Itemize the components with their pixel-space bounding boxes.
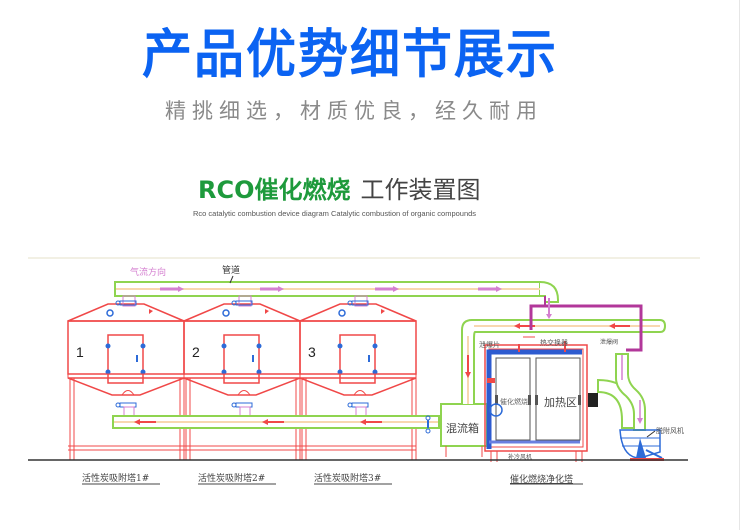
page-title: 产品优势细节展示: [142, 22, 558, 85]
adsorption-tower: 2: [183, 295, 301, 460]
label-airflow-direction: 气流方向: [130, 266, 166, 278]
adsorption-tower: 3: [299, 295, 417, 460]
tower-number: 2: [192, 344, 200, 360]
desorption-fan-assembly: 脱附风机: [588, 353, 684, 461]
tower-caption: 活性炭吸附塔3#: [314, 472, 381, 484]
label-heat-exchanger: 热交换器: [540, 338, 568, 347]
tower-number: 3: [308, 344, 316, 360]
label-explosion-valve: 泄爆阀: [600, 338, 618, 346]
diagram-title-highlight: RCO催化燃烧: [198, 176, 351, 204]
label-catalytic-combustion: 催化燃烧: [500, 397, 528, 406]
label-pipe: 管道: [222, 264, 240, 276]
mixing-box: 混流箱: [440, 403, 488, 457]
cooling-fan-icon: [489, 403, 503, 417]
label-desorption-fan: 脱附风机: [656, 426, 684, 435]
diagram-title: RCO催化燃烧工作装置图: [198, 170, 481, 205]
tower-caption: 活性炭吸附塔2#: [198, 472, 265, 484]
adsorption-tower: 1: [67, 295, 185, 460]
heat-exchanger-housing: [529, 296, 643, 352]
bottom-pipe: [112, 415, 440, 434]
tower-caption: 活性炭吸附塔1#: [82, 472, 149, 484]
top-pipe: [114, 281, 559, 303]
catalytic-purifier: 催化燃烧 加热区 泄爆片 热交换器 泄爆阀 补冷风机: [479, 336, 618, 462]
label-heating-zone: 加热区: [544, 396, 577, 409]
rco-diagram: 气流方向 管道 1 2 3 混流箱: [28, 257, 700, 485]
diagram-title-rest: 工作装置图: [360, 176, 481, 204]
right-border-rule: [739, 0, 740, 530]
label-cooling-fan: 补冷风机: [508, 453, 532, 461]
tower-number: 1: [76, 344, 84, 360]
label-explosion-disc: 泄爆片: [479, 340, 500, 349]
return-pipe: [461, 319, 667, 404]
caption-purifier: 催化燃烧净化塔: [510, 473, 573, 485]
page-subtitle: 精挑细选，材质优良，经久耐用: [165, 99, 543, 123]
label-mixing-box: 混流箱: [446, 421, 479, 435]
diagram-english-subtitle: Rco catalytic combustion device diagram …: [193, 209, 477, 218]
